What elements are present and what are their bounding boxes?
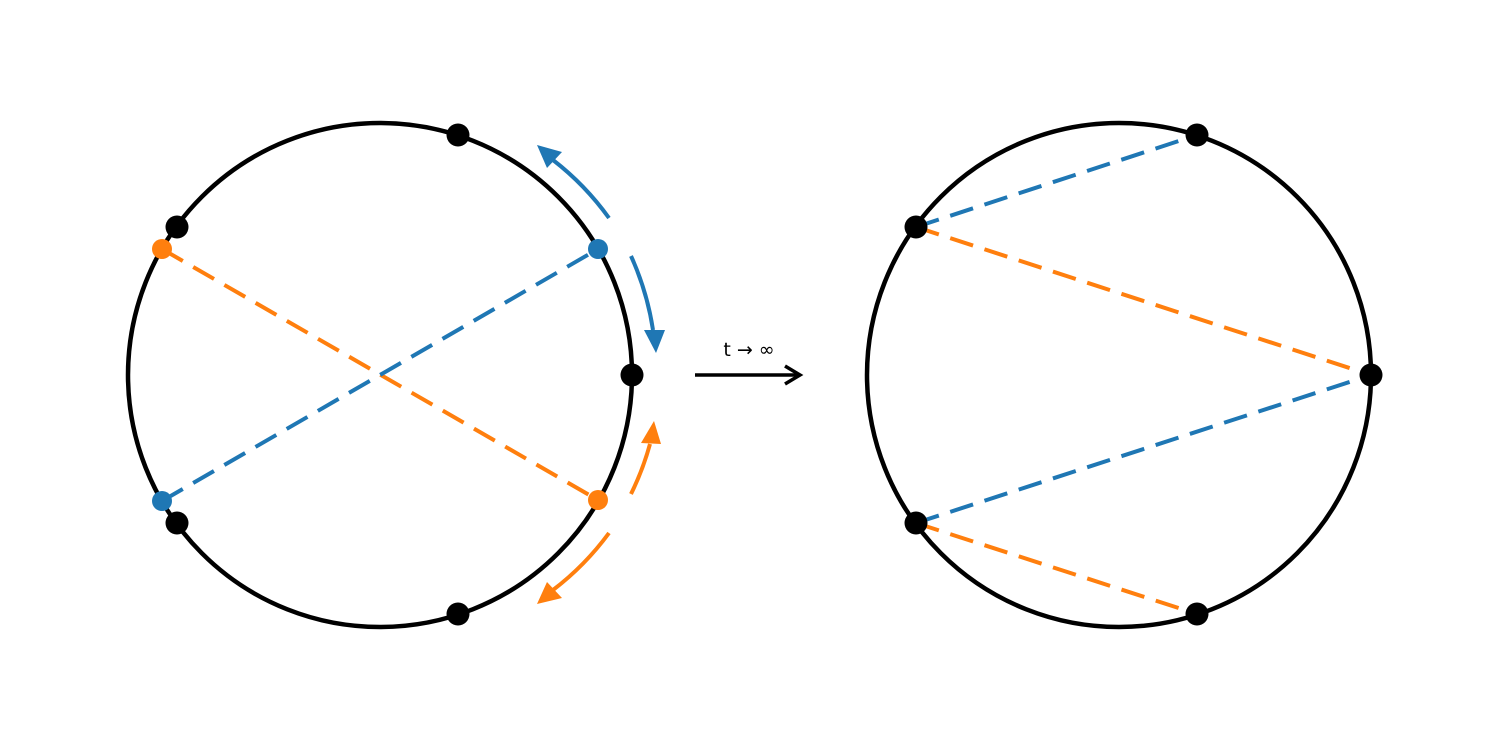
blue-arrow-down-head: [644, 330, 665, 353]
left-orange-chord: [161, 247, 599, 502]
left-point-upper-left: [165, 215, 189, 239]
orange-arrow-up-arc: [629, 443, 652, 495]
transition: t → ∞: [695, 339, 804, 386]
left-point-right: [620, 363, 644, 387]
blue-arrow-down-arc: [629, 255, 655, 331]
left-blue-chord: [160, 247, 600, 503]
right-orange-chord-lower: [915, 521, 1198, 616]
left-panel: [125, 120, 665, 630]
blue-arrow-up-head: [537, 145, 562, 168]
right-point-upper-left: [904, 215, 928, 239]
right-blue-chord-lower: [915, 373, 1372, 525]
right-point-bottom: [1185, 602, 1209, 626]
left-orange-point-lower: [588, 490, 608, 510]
orange-arrow-down-head: [537, 582, 562, 604]
right-blue-chord-upper: [915, 133, 1198, 229]
left-circle: [125, 120, 635, 630]
left-point-top: [446, 123, 470, 147]
right-orange-chord-upper: [915, 225, 1372, 377]
left-blue-point-upper: [588, 239, 608, 259]
transition-arrow-head: [784, 364, 804, 386]
transition-label: t → ∞: [723, 339, 774, 361]
left-blue-point-lower: [152, 491, 172, 511]
right-circle: [864, 120, 1374, 630]
left-point-bottom: [446, 602, 470, 626]
right-point-lower-left: [904, 511, 928, 535]
right-point-right: [1359, 363, 1383, 387]
left-point-lower-left: [165, 511, 189, 535]
orange-arrow-down-arc: [551, 531, 611, 592]
orange-arrow-up-head: [641, 421, 661, 444]
right-panel: [864, 120, 1383, 630]
left-orange-point-upper: [152, 239, 172, 259]
blue-arrow-up-arc: [551, 158, 611, 220]
right-point-top: [1185, 123, 1209, 147]
